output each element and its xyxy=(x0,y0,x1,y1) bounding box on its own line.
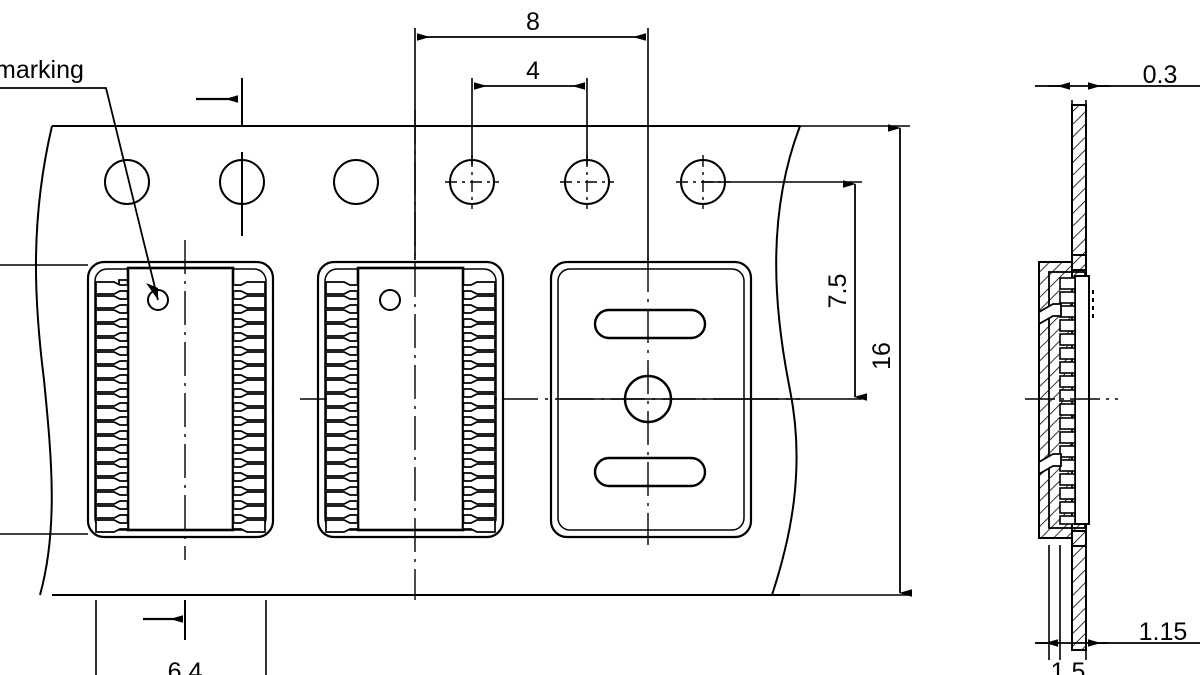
pin1-marking-dot xyxy=(379,289,401,311)
pin1-marking-label: marking xyxy=(0,56,84,84)
side-section-view xyxy=(1025,104,1118,651)
pocket-slot-bottom xyxy=(593,456,707,488)
section-bottom-flange xyxy=(1039,530,1087,547)
sprocket-hole xyxy=(333,159,379,205)
dim-16-label: 16 xyxy=(868,342,896,370)
component-body xyxy=(126,266,235,532)
pocket-1 xyxy=(86,240,275,560)
dim-4-label: 4 xyxy=(526,57,540,85)
dimension-7p5 xyxy=(560,180,867,401)
pocket-2-leads-right xyxy=(462,281,496,533)
dim-1p15-label: 1.15 xyxy=(1139,618,1188,646)
pocket-outer-outline xyxy=(316,260,505,539)
pocket-slot-top xyxy=(593,308,707,340)
dim-0p3-label: 0.3 xyxy=(1143,61,1178,89)
pin1-marking-note: marking xyxy=(0,56,159,301)
dimension-1p15 xyxy=(1035,545,1200,660)
dim-6p4-label: 6.4 xyxy=(168,658,203,675)
dimension-16 xyxy=(770,124,912,597)
pin1-marking-leader-line xyxy=(0,87,159,301)
section-lead-stack xyxy=(1059,277,1076,525)
dim-1p5-label: 1.5 xyxy=(1051,658,1086,675)
pocket-1-leads-right xyxy=(232,281,266,533)
dimension-4 xyxy=(471,78,588,165)
pocket-1-leads-left xyxy=(95,281,129,533)
section-wall-notches xyxy=(1038,303,1062,476)
hole2-offset-arrow-top xyxy=(196,78,243,126)
dim-7p5-label: 7.5 xyxy=(824,274,852,309)
dimension-0p3 xyxy=(1035,82,1200,258)
tape-left-break-line xyxy=(34,125,53,596)
tape-right-break-line xyxy=(771,125,801,596)
dimension-6p4 xyxy=(95,600,267,675)
component-body xyxy=(356,266,465,532)
pocket-2-leads-left xyxy=(325,281,359,533)
sprocket-hole xyxy=(104,159,150,205)
pin1-marking-leader-arrow xyxy=(146,283,158,300)
pocket-outer-outline xyxy=(86,260,275,539)
dim-8-label: 8 xyxy=(526,8,540,36)
section-component-body xyxy=(1074,275,1090,525)
dimension-8 xyxy=(414,28,649,260)
section-top-flange xyxy=(1039,254,1087,271)
